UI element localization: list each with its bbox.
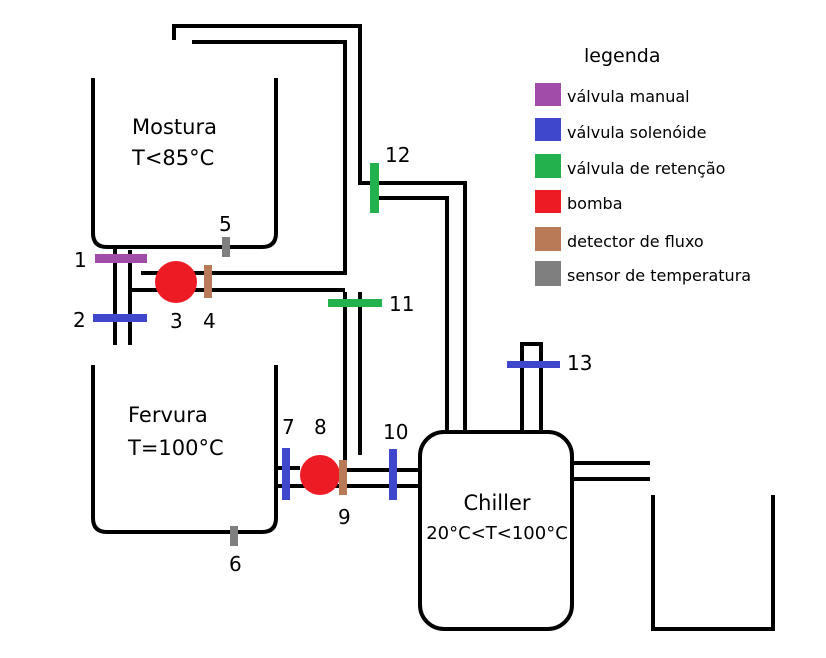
temp-sensor-5[interactable] xyxy=(222,237,230,257)
label-3: 3 xyxy=(170,309,183,333)
label-6: 6 xyxy=(229,552,242,576)
fervura-temp: T=100°C xyxy=(127,436,224,460)
flow-detector-9[interactable] xyxy=(339,460,347,495)
legend-label-manual-valve: válvula manual xyxy=(567,87,690,106)
legend-label-pump: bomba xyxy=(567,194,623,213)
output-tank xyxy=(651,495,775,631)
check-valve-11[interactable] xyxy=(328,299,382,307)
label-9: 9 xyxy=(338,505,351,529)
solenoid-valve-13[interactable] xyxy=(507,361,560,368)
solenoid-valve-7[interactable] xyxy=(282,448,290,500)
temp-sensor-6[interactable] xyxy=(230,526,238,546)
legend-swatch-flow-detector xyxy=(535,227,561,251)
label-8: 8 xyxy=(314,415,327,439)
mostura-temp: T<85°C xyxy=(131,146,214,170)
label-10: 10 xyxy=(383,420,408,444)
check-valve-12[interactable] xyxy=(370,163,379,213)
label-12: 12 xyxy=(385,143,410,167)
mostura-name: Mostura xyxy=(132,115,217,139)
solenoid-valve-2[interactable] xyxy=(93,314,147,322)
fervura-name: Fervura xyxy=(128,403,208,427)
legend-swatch-manual-valve xyxy=(535,83,561,106)
label-13: 13 xyxy=(567,351,592,375)
label-5: 5 xyxy=(219,212,232,236)
legend: legenda válvula manual válvula solenóide… xyxy=(535,45,751,286)
legend-swatch-check-valve xyxy=(535,154,561,178)
mostura-tank xyxy=(91,78,278,249)
legend-label-solenoid-valve: válvula solenóide xyxy=(567,123,706,142)
chiller-name: Chiller xyxy=(463,491,530,515)
flow-detector-4[interactable] xyxy=(204,265,212,298)
manual-valve-1[interactable] xyxy=(95,254,147,263)
label-4: 4 xyxy=(203,309,216,333)
pipes xyxy=(113,24,650,488)
label-2: 2 xyxy=(73,308,86,332)
legend-label-flow-detector: detector de fluxo xyxy=(567,232,704,251)
label-1: 1 xyxy=(74,248,87,272)
legend-title: legenda xyxy=(584,45,660,67)
legend-swatch-temp-sensor xyxy=(535,261,561,286)
label-11: 11 xyxy=(389,292,414,316)
components xyxy=(93,163,560,546)
solenoid-valve-10[interactable] xyxy=(389,449,397,500)
legend-swatch-pump xyxy=(535,190,561,213)
legend-label-check-valve: válvula de retenção xyxy=(567,159,725,178)
chiller-temp: 20°C<T<100°C xyxy=(426,523,568,544)
legend-swatch-solenoid-valve xyxy=(535,118,561,141)
chiller-tank xyxy=(418,430,574,631)
legend-label-temp-sensor: sensor de temperatura xyxy=(567,266,751,285)
pump-3[interactable] xyxy=(155,261,197,303)
label-7: 7 xyxy=(282,415,295,439)
fervura-tank xyxy=(91,365,278,534)
pump-8[interactable] xyxy=(300,455,340,495)
